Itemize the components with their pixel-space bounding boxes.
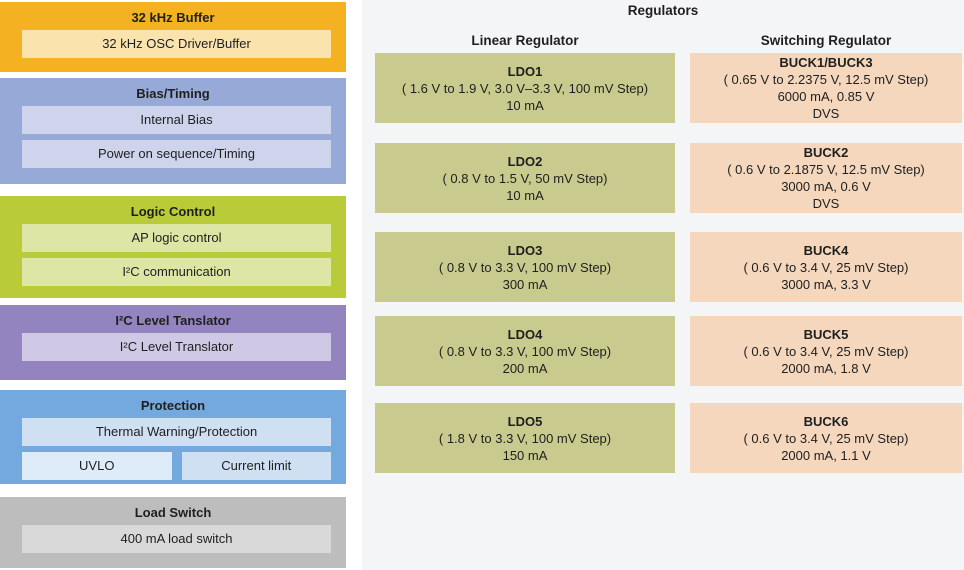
regulator-name: BUCK2 [803,145,849,160]
regulator-spec-line: 300 mA [502,276,548,292]
regulator-name: LDO1 [507,63,543,79]
regulator-spec-line: 200 mA [502,360,548,376]
block-title: Protection [140,398,206,413]
block-item-ap-logic-control: AP logic control [22,224,331,252]
regulator-spec-line: ( 0.6 V to 3.4 V, 25 mV Step) [743,259,909,275]
regulator-spec-line: ( 0.6 V to 3.4 V, 25 mV Step) [743,343,909,359]
block-title: 32 kHz Buffer [131,10,215,25]
column-header-linear-regulator: Linear Regulator [471,33,579,48]
regulator-spec-line: 6000 mA, 0.85 V [777,89,875,104]
regulators-title: Regulators [627,3,699,18]
block-title: Logic Control [130,204,216,219]
block-item-uvlo: UVLO [22,452,172,480]
block-title: I²C Level Tanslator [115,313,231,328]
regulator-spec-line: ( 0.8 V to 3.3 V, 100 mV Step) [438,259,612,275]
block-item-i2c-level-translator: I²C Level Translator [22,333,331,361]
regulator-name: BUCK6 [803,413,849,429]
regulator-spec-line: DVS [812,196,840,211]
block-item-i2c-communication: I²C communication [22,258,331,286]
regulator-name: LDO5 [507,413,543,429]
regulator-card-buck5: BUCK5 ( 0.6 V to 3.4 V, 25 mV Step) 2000… [690,316,962,386]
regulator-name: LDO4 [507,326,543,342]
regulator-card-ldo4: LDO4 ( 0.8 V to 3.3 V, 100 mV Step) 200 … [375,316,675,386]
regulator-spec-line: ( 1.8 V to 3.3 V, 100 mV Step) [438,430,612,446]
regulator-card-buck2: BUCK2 ( 0.6 V to 2.1875 V, 12.5 mV Step)… [690,143,962,213]
block-load-switch: Load Switch 400 mA load switch [0,497,346,568]
regulator-spec-line: DVS [812,106,840,121]
regulator-spec-line: 2000 mA, 1.8 V [781,360,871,376]
regulator-spec-line: 10 mA [506,187,544,203]
regulator-spec-line: ( 0.65 V to 2.2375 V, 12.5 mV Step) [723,72,929,87]
block-title: Load Switch [134,505,212,520]
regulator-name: BUCK5 [803,326,849,342]
block-item-internal-bias: Internal Bias [22,106,331,134]
regulator-name: LDO2 [507,153,543,169]
block-item-power-on-sequence: Power on sequence/Timing [22,140,331,168]
regulator-name: LDO3 [507,242,543,258]
regulator-card-ldo1: LDO1 ( 1.6 V to 1.9 V, 3.0 V–3.3 V, 100 … [375,53,675,123]
block-item-thermal-warning: Thermal Warning/Protection [22,418,331,446]
regulator-spec-line: ( 0.6 V to 3.4 V, 25 mV Step) [743,430,909,446]
block-item-osc-driver-buffer: 32 kHz OSC Driver/Buffer [22,30,331,58]
regulator-spec-line: ( 0.8 V to 1.5 V, 50 mV Step) [442,170,608,186]
regulator-card-ldo2: LDO2 ( 0.8 V to 1.5 V, 50 mV Step) 10 mA [375,143,675,213]
regulator-card-buck1-buck3: BUCK1/BUCK3 ( 0.65 V to 2.2375 V, 12.5 m… [690,53,962,123]
regulator-spec-line: ( 0.6 V to 2.1875 V, 12.5 mV Step) [727,162,925,177]
column-header-switching-regulator: Switching Regulator [760,33,892,48]
regulator-card-buck6: BUCK6 ( 0.6 V to 3.4 V, 25 mV Step) 2000… [690,403,962,473]
regulator-spec-line: 3000 mA, 3.3 V [781,276,871,292]
regulator-spec-line: ( 0.8 V to 3.3 V, 100 mV Step) [438,343,612,359]
regulator-spec-line: ( 1.6 V to 1.9 V, 3.0 V–3.3 V, 100 mV St… [401,80,649,96]
regulator-name: BUCK4 [803,242,849,258]
block-item-current-limit: Current limit [181,452,331,480]
block-title: Bias/Timing [136,86,210,101]
regulator-spec-line: 150 mA [502,447,548,463]
regulator-spec-line: 2000 mA, 1.1 V [781,447,871,463]
regulator-card-ldo5: LDO5 ( 1.8 V to 3.3 V, 100 mV Step) 150 … [375,403,675,473]
block-item-400ma-load-switch: 400 mA load switch [22,525,331,553]
regulator-name: BUCK1/BUCK3 [779,55,873,70]
block-logic-control: Logic Control AP logic control I²C commu… [0,196,346,298]
regulator-card-ldo3: LDO3 ( 0.8 V to 3.3 V, 100 mV Step) 300 … [375,232,675,302]
block-i2c-level-translator: I²C Level Tanslator I²C Level Translator [0,305,346,380]
block-protection: Protection Thermal Warning/Protection UV… [0,390,346,484]
regulators-panel: Regulators Linear Regulator Switching Re… [362,0,964,570]
protection-sub-row: UVLO Current limit [22,452,331,480]
block-32khz-buffer: 32 kHz Buffer 32 kHz OSC Driver/Buffer [0,2,346,72]
regulator-card-buck4: BUCK4 ( 0.6 V to 3.4 V, 25 mV Step) 3000… [690,232,962,302]
regulator-spec-line: 3000 mA, 0.6 V [781,179,871,194]
regulator-spec-line: 10 mA [506,97,544,113]
block-bias-timing: Bias/Timing Internal Bias Power on seque… [0,78,346,184]
